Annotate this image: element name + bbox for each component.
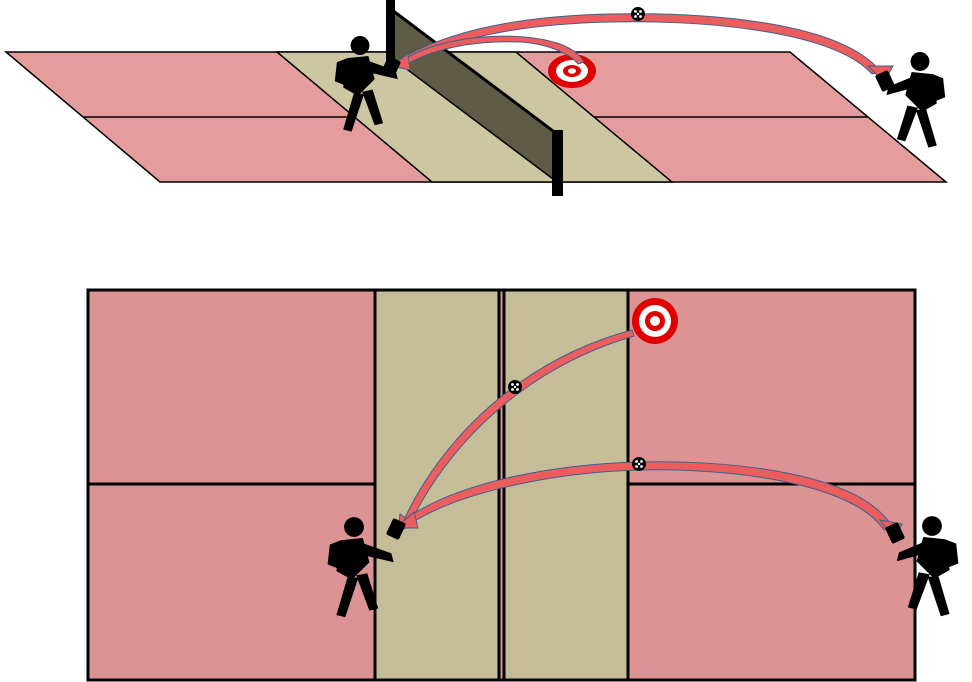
paddle-icon <box>386 518 406 540</box>
player-icon <box>886 52 946 148</box>
target-icon <box>632 298 678 344</box>
ball-icon <box>631 7 645 21</box>
paddle-icon <box>875 70 895 92</box>
ball-icon <box>508 380 522 394</box>
kitchen-zone-left <box>373 288 501 682</box>
target-icon <box>548 54 596 88</box>
paddle-icon <box>885 522 905 544</box>
top-down-view <box>86 288 959 682</box>
perspective-view <box>3 0 949 196</box>
kitchen-zone-right <box>502 288 630 682</box>
ball-icon <box>632 457 646 471</box>
arrow-icon <box>399 35 585 67</box>
paddle-icon <box>381 56 401 78</box>
arrow-icon <box>401 329 635 529</box>
